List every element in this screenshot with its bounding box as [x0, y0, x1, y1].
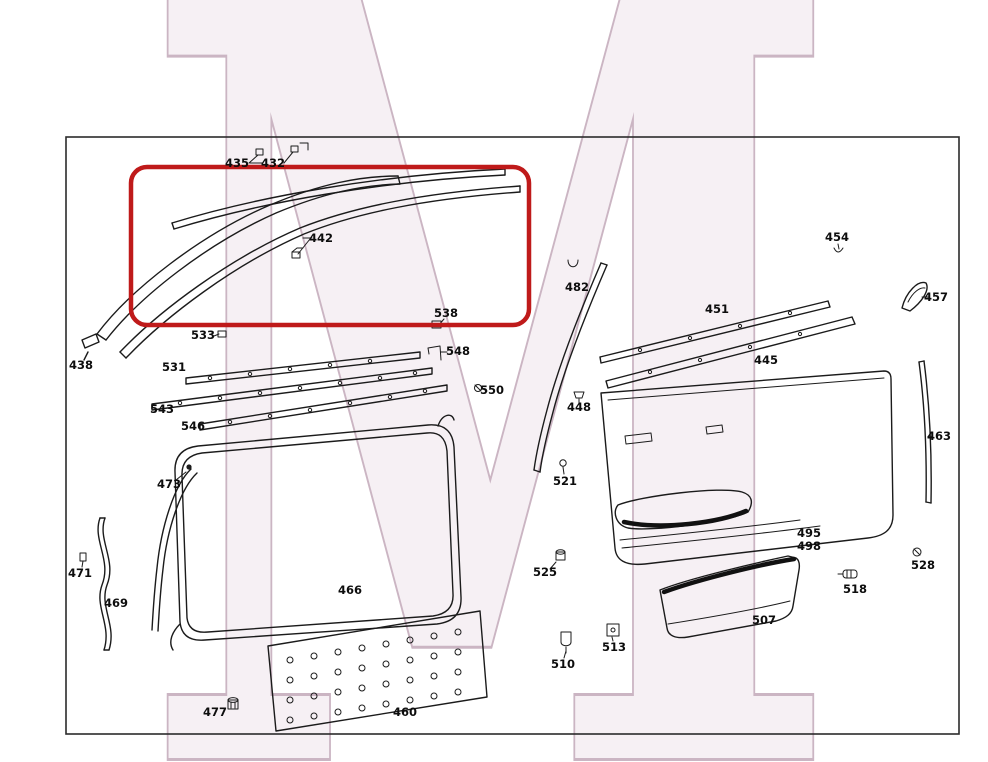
part-label-448: 448 [567, 400, 591, 414]
part-445-moulding [605, 316, 856, 389]
part-525-clip [549, 549, 566, 570]
part-label-495: 495 [797, 526, 821, 540]
part-442-seal [119, 185, 521, 359]
part-label-445: 445 [754, 353, 778, 367]
part-546-strip [199, 384, 448, 431]
part-543-strip [151, 367, 433, 411]
part-435-clip-icon [248, 148, 264, 164]
part-label-438: 438 [69, 358, 93, 372]
part-label-548: 548 [446, 344, 470, 358]
part-label-466: 466 [338, 583, 362, 597]
part-label-460: 460 [393, 705, 417, 719]
part-457-corner-piece [901, 281, 929, 312]
part-471-clip [79, 552, 87, 568]
part-label-463: 463 [927, 429, 951, 443]
part-label-477: 477 [203, 705, 227, 719]
part-label-533: 533 [191, 328, 215, 342]
part-432-clip-icon [283, 142, 309, 164]
part-label-538: 538 [434, 306, 458, 320]
part-454-clip [833, 243, 844, 253]
highlight-box [128, 164, 532, 328]
part-466-seal-loop [170, 414, 462, 651]
part-448-grommet [573, 391, 585, 404]
part-label-521: 521 [553, 474, 577, 488]
part-531-strip [185, 351, 421, 385]
part-463-strip [918, 360, 933, 504]
part-521-clip [559, 459, 567, 475]
part-label-469: 469 [104, 596, 128, 610]
diagram-frame [65, 136, 960, 735]
part-438-piece [81, 333, 100, 361]
part-label-498: 498 [797, 539, 821, 553]
part-528-screw [912, 547, 922, 557]
part-451-moulding [599, 300, 831, 364]
part-507-pocket [659, 555, 801, 639]
part-label-543: 543 [150, 402, 174, 416]
part-label-432: 432 [261, 156, 285, 170]
part-473-seal [151, 464, 198, 632]
part-label-513: 513 [602, 640, 626, 654]
part-432-moulding [171, 168, 506, 230]
part-label-525: 525 [533, 565, 557, 579]
part-460-panel [267, 610, 488, 732]
part-label-507: 507 [752, 613, 776, 627]
part-label-510: 510 [551, 657, 575, 671]
part-label-442: 442 [309, 231, 333, 245]
part-label-435: 435 [225, 156, 249, 170]
part-label-482: 482 [565, 280, 589, 294]
part-label-550: 550 [480, 383, 504, 397]
part-513-clip [606, 623, 620, 642]
part-482-seal [533, 259, 608, 473]
part-label-473: 473 [157, 477, 181, 491]
part-495-door-panel [600, 370, 894, 566]
part-442-clip-icon [291, 237, 313, 259]
part-label-451: 451 [705, 302, 729, 316]
part-469-seal [97, 517, 112, 651]
part-labels: 435 432 442 438 533 531 543 546 538 548 … [68, 156, 951, 719]
part-label-518: 518 [843, 582, 867, 596]
part-label-454: 454 [825, 230, 849, 244]
watermark-letter: M [142, 0, 842, 762]
part-518-clip [837, 569, 858, 579]
part-550-screw [474, 384, 488, 392]
part-548-bracket [427, 345, 448, 361]
diagram-art [79, 142, 933, 732]
part-label-471: 471 [68, 566, 92, 580]
part-label-528: 528 [911, 558, 935, 572]
part-477-plug [227, 697, 239, 710]
part-510-bracket [560, 631, 572, 659]
part-533-clip [213, 330, 227, 338]
part-label-546: 546 [181, 419, 205, 433]
part-label-531: 531 [162, 360, 186, 374]
part-label-457: 457 [924, 290, 948, 304]
